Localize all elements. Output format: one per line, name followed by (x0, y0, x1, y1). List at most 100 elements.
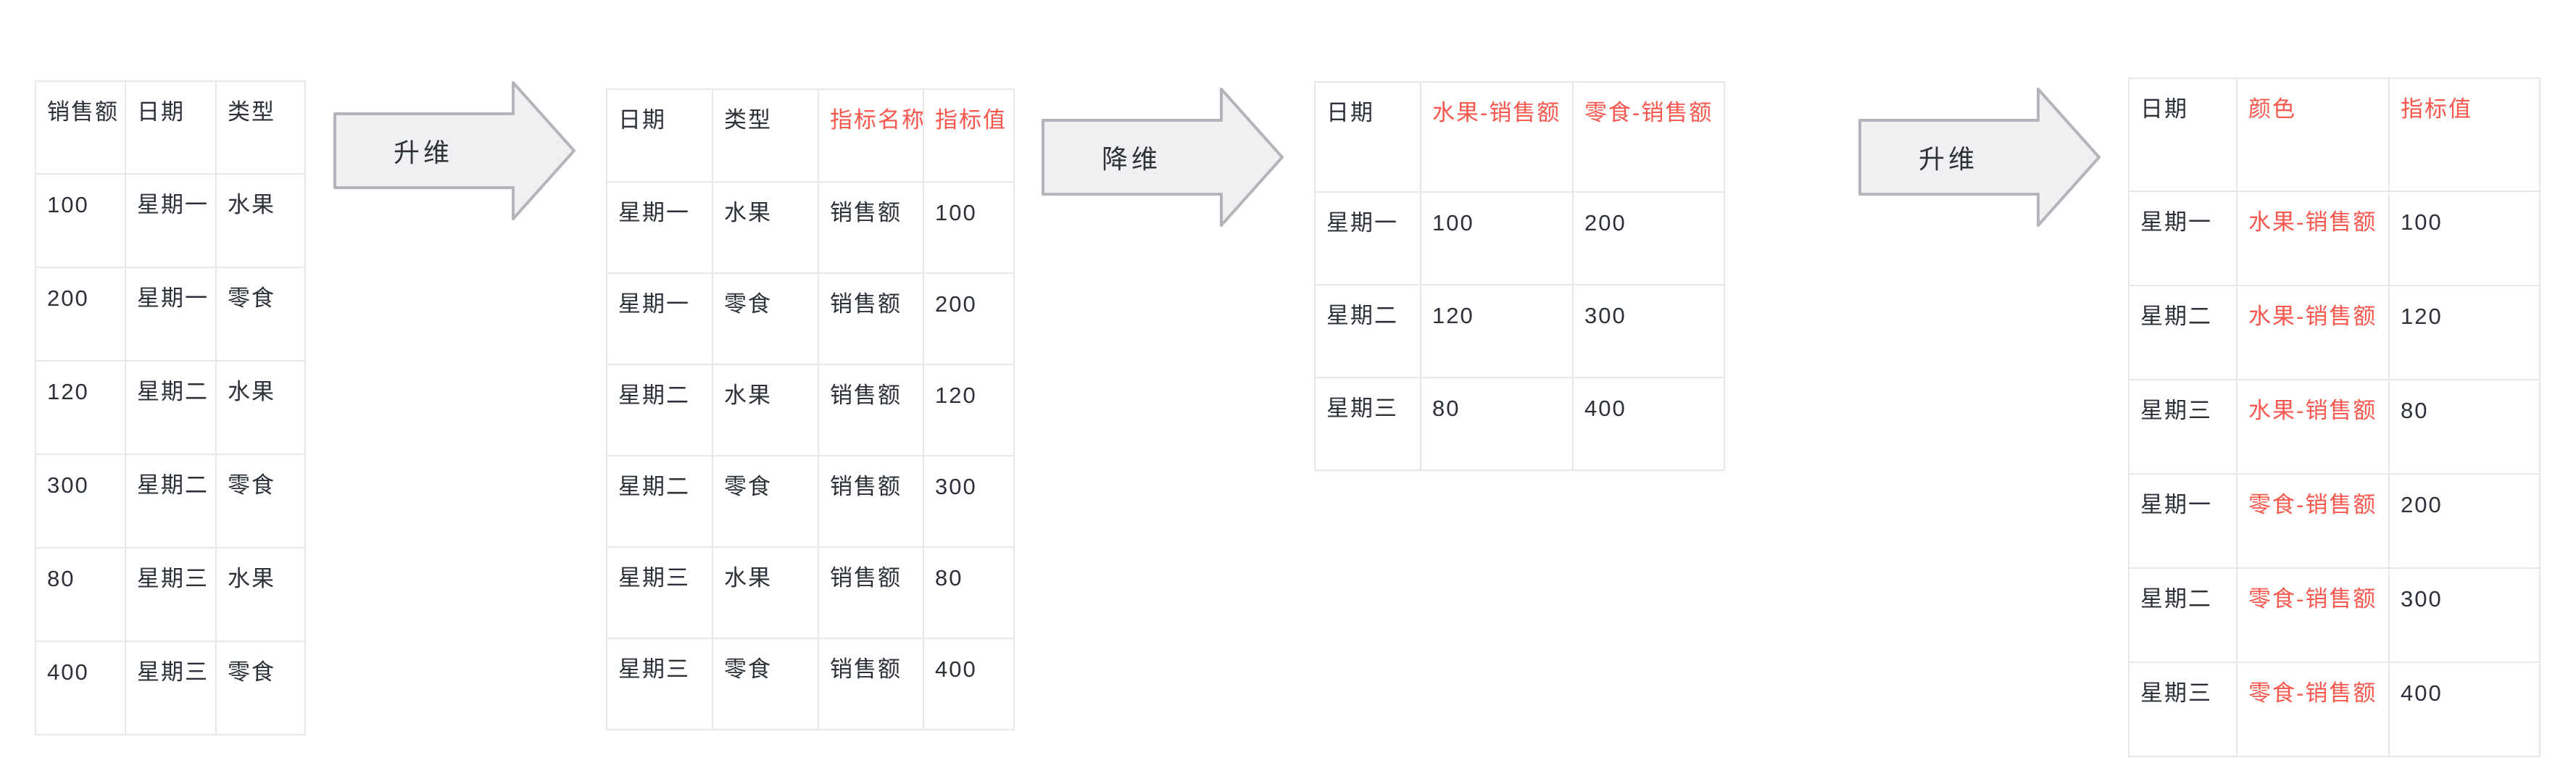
table-cell: 120 (35, 360, 126, 455)
table-cell: 星期三 (125, 547, 217, 642)
table-cell: 销售额 (818, 455, 924, 548)
table-cell: 300 (2388, 567, 2540, 663)
column-header: 日期 (606, 88, 713, 183)
column-header: 销售额 (35, 80, 126, 175)
table-cell: 星期二 (2128, 285, 2238, 380)
table-cell: 80 (35, 547, 126, 642)
arrow-label-raise-1: 升维 (393, 138, 453, 167)
table-cell: 80 (923, 546, 1015, 639)
table-cell: 零食 (712, 272, 819, 365)
table-cell: 80 (2388, 379, 2540, 475)
table-cell: 零食 (712, 638, 819, 730)
table-cell: 星期三 (2128, 379, 2238, 475)
table-cell: 星期一 (606, 272, 713, 365)
column-header: 指标值 (923, 88, 1015, 183)
table-cell: 星期一 (2128, 191, 2238, 286)
table-cell: 400 (923, 638, 1015, 730)
table-cell: 120 (2388, 285, 2540, 380)
table-cell: 水果-销售额 (2236, 191, 2390, 286)
arrow-raise-dimension-1: 升维 (333, 77, 576, 225)
table-cell: 星期三 (1314, 377, 1421, 471)
table-cell: 星期一 (1314, 191, 1421, 285)
table-cell: 星期三 (125, 641, 217, 735)
header-row: 日期颜色指标值 (2128, 78, 2540, 192)
table-cell: 星期三 (2128, 662, 2238, 757)
table-cell: 80 (1420, 377, 1574, 471)
table-cell: 零食 (215, 454, 306, 549)
table-cell: 120 (1420, 284, 1574, 378)
table-cell: 水果 (215, 547, 306, 642)
table-cell: 水果 (712, 364, 819, 456)
column-header: 水果-销售额 (1420, 81, 1574, 193)
arrow-label-lower: 降维 (1101, 144, 1161, 174)
table-cell: 销售额 (818, 638, 924, 730)
table-cell: 水果-销售额 (2236, 285, 2390, 380)
column-header: 颜色 (2236, 78, 2390, 192)
column-header: 日期 (125, 80, 217, 175)
table-cell: 星期一 (606, 181, 713, 274)
table-cell: 200 (35, 267, 126, 362)
arrow-raise-dimension-2: 升维 (1858, 83, 2101, 231)
header-row: 日期类型指标名称指标值 (606, 88, 1015, 183)
table-cell: 100 (2388, 191, 2540, 286)
table-cell: 300 (35, 454, 126, 549)
table-cell: 300 (1572, 284, 1725, 378)
table-cell: 零食 (215, 641, 306, 735)
column-header: 指标值 (2388, 78, 2540, 192)
table-cell: 零食 (712, 455, 819, 548)
table-cell: 100 (35, 173, 126, 268)
table-cell: 星期二 (2128, 567, 2238, 663)
table-cell: 200 (923, 272, 1015, 365)
table-cell: 水果 (215, 360, 306, 455)
column-header: 日期 (2128, 78, 2238, 192)
arrow-lower-dimension: 降维 (1041, 83, 1284, 231)
table-cell: 星期二 (125, 454, 217, 549)
table-cell: 星期二 (606, 364, 713, 456)
table-cell: 零食-销售额 (2236, 473, 2390, 569)
table-cell: 星期二 (125, 360, 217, 455)
column-header: 日期 (1314, 81, 1421, 193)
table-cell: 200 (2388, 473, 2540, 569)
table-cell: 销售额 (818, 546, 924, 639)
table-cell: 200 (1572, 191, 1725, 285)
table-cell: 100 (1420, 191, 1574, 285)
arrow-right-icon (1858, 88, 2101, 227)
table-cell: 星期一 (125, 267, 217, 362)
column-header: 类型 (712, 88, 819, 183)
table-cell: 300 (923, 455, 1015, 548)
table-cell: 销售额 (818, 272, 924, 365)
table-cell: 星期二 (606, 455, 713, 548)
table-cell: 星期三 (606, 546, 713, 639)
table-cell: 400 (35, 641, 126, 735)
column-header: 零食-销售额 (1572, 81, 1725, 193)
arrow-right-icon (1042, 88, 1284, 227)
table-cell: 水果-销售额 (2236, 379, 2390, 475)
table-cell: 星期二 (1314, 284, 1421, 378)
table-cell: 400 (2388, 662, 2540, 757)
table-cell: 零食-销售额 (2236, 662, 2390, 757)
header-row: 销售额日期类型 (35, 80, 306, 175)
column-header: 类型 (215, 80, 306, 175)
